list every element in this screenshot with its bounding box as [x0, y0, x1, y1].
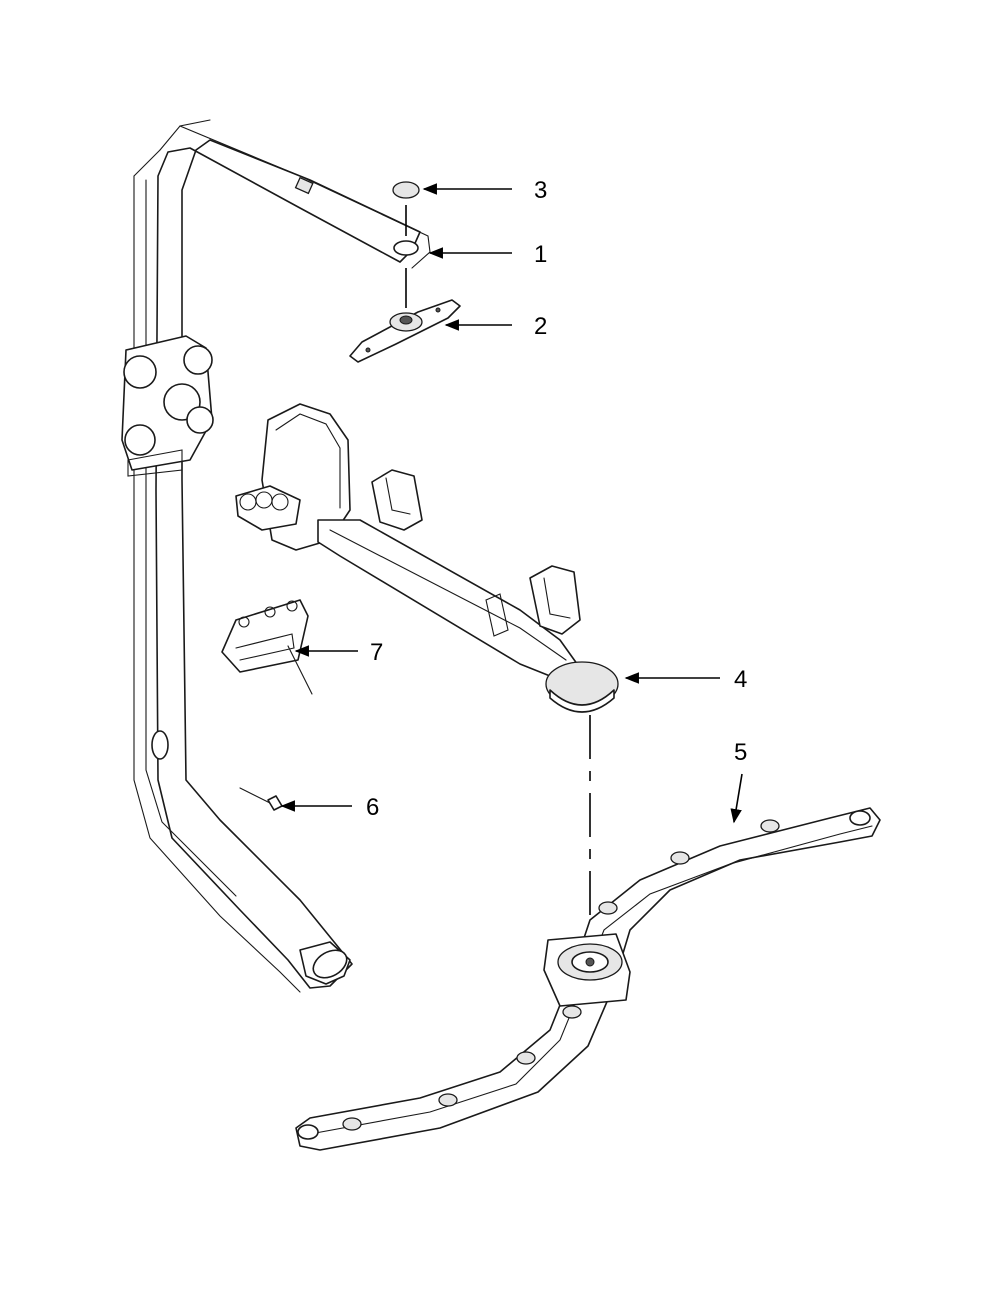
callout-4: 4: [734, 666, 747, 693]
bracket-part: [221, 599, 313, 695]
cap-part: [392, 181, 420, 199]
screw-part: [239, 787, 283, 811]
callout-5: 5: [734, 739, 747, 766]
tube-outlet-part: [393, 240, 419, 256]
callout-7: 7: [370, 639, 383, 666]
callout-6: 6: [366, 794, 379, 821]
callout-3: 3: [534, 177, 547, 204]
callout-2: 2: [534, 313, 547, 340]
upper-spray-arm-part: [349, 299, 461, 363]
leader-5: [730, 773, 743, 824]
manifold-part: [235, 403, 619, 713]
callout-1: 1: [534, 241, 547, 268]
lower-spray-arm-part: [295, 807, 881, 1151]
supply-tube-part: [121, 119, 431, 993]
